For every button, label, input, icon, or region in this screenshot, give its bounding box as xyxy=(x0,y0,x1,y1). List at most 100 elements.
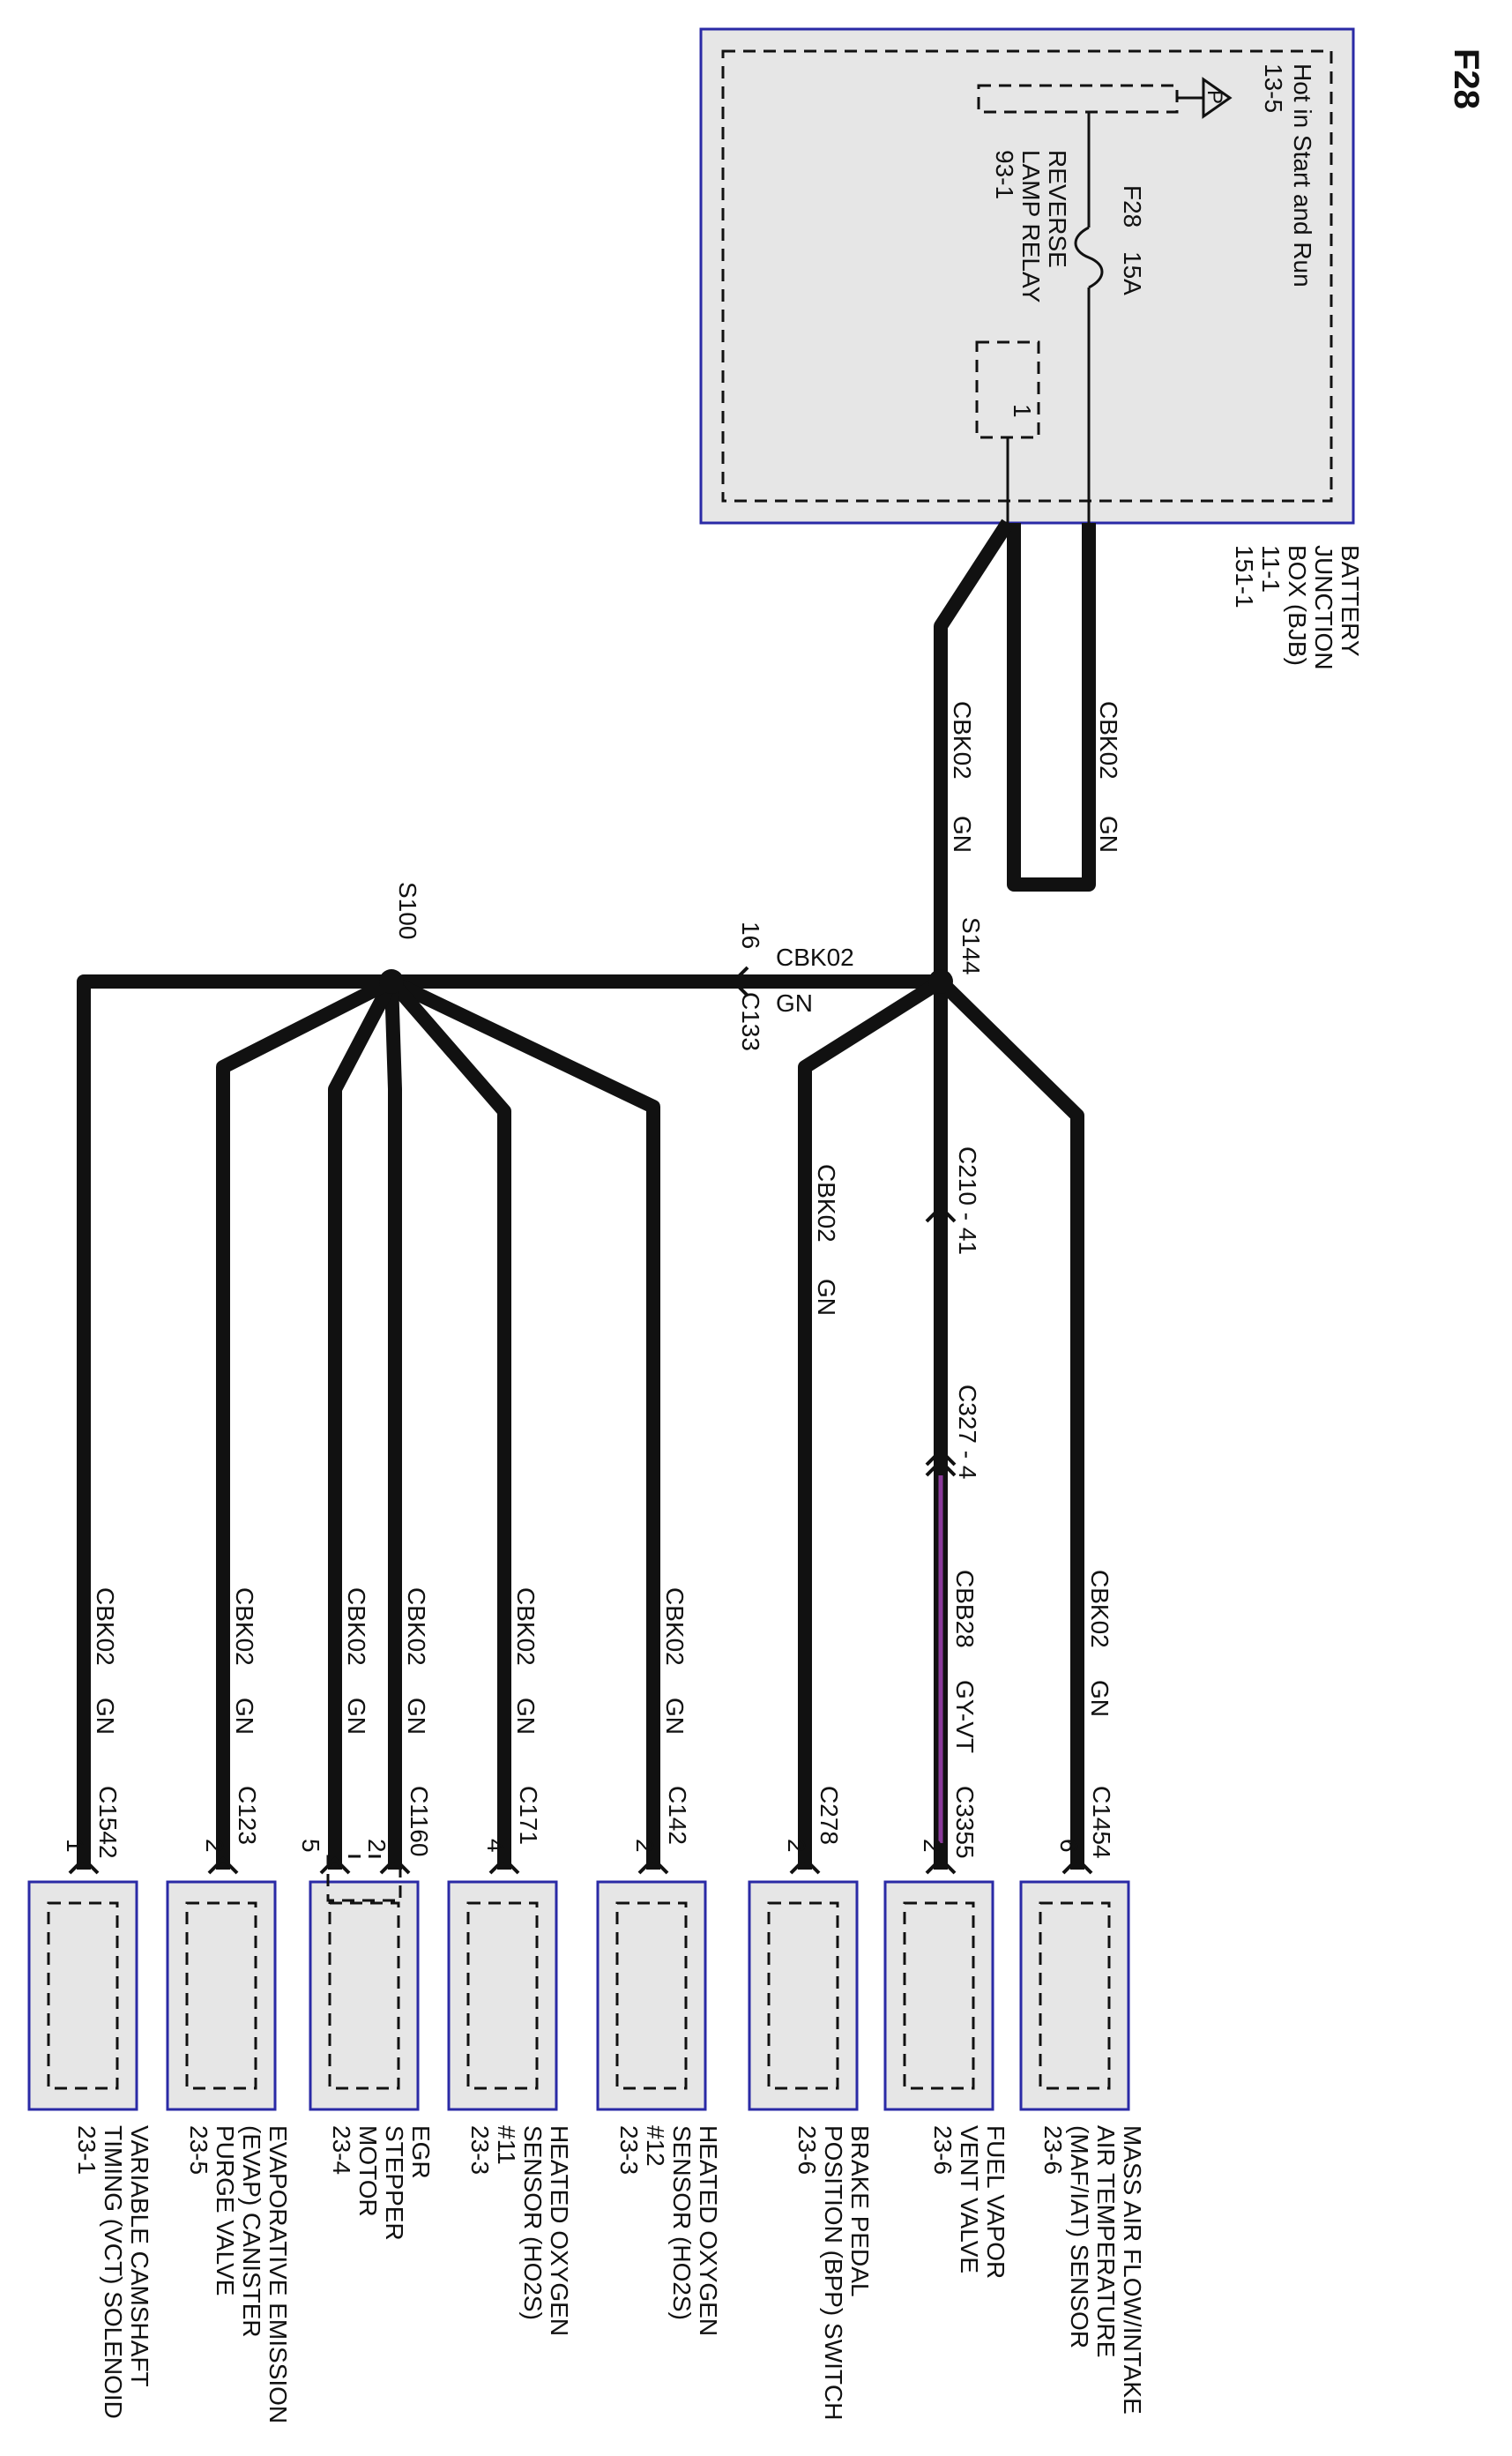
ho2s-12-connector-id: C142 xyxy=(664,1786,691,1845)
egr-wire-b-color: GN xyxy=(403,1698,430,1735)
wire-to-egr-b xyxy=(384,981,402,1870)
relay-name-line1: REVERSE xyxy=(1044,150,1071,268)
vct-solenoid-box xyxy=(27,1880,138,2111)
maf-sensor-box xyxy=(1019,1880,1130,2111)
fuel-vapor-ref: 23-6 xyxy=(929,2125,957,2175)
fuel-vapor-valve-inner xyxy=(903,1901,975,2090)
egr-name-line3: MOTOR xyxy=(354,2125,382,2217)
maf-name-line1: MASS AIR FLOW/INTAKE xyxy=(1119,2125,1146,2415)
bjb-loop-circuit: CBK02 xyxy=(1095,701,1122,780)
egr-name-line1: EGR xyxy=(407,2125,435,2179)
egr-pin-a: 5 xyxy=(297,1839,324,1853)
evap-connector-id: C123 xyxy=(234,1786,261,1845)
vct-connector-id: C1542 xyxy=(94,1786,122,1859)
ho2s-11-wire-color: GN xyxy=(512,1698,540,1735)
wire-to-evap xyxy=(216,974,395,1870)
terminal-chevron-vct xyxy=(68,1856,100,1875)
terminal-chevron-ho2s-11 xyxy=(488,1856,520,1875)
evap-wire-circuit: CBK02 xyxy=(231,1587,258,1666)
evap-purge-valve-box xyxy=(166,1880,277,2111)
terminal-chevron-egr-b xyxy=(379,1856,411,1875)
c210-label: C210 - 41 xyxy=(954,1146,981,1255)
bpp-name-line1: BRAKE PEDAL xyxy=(846,2125,874,2297)
egr-wire-a-circuit: CBK02 xyxy=(343,1587,370,1666)
maf-wire-circuit: CBK02 xyxy=(1086,1570,1114,1648)
ho2s-11-name-line2: SENSOR (HO2S) xyxy=(519,2125,547,2320)
inline-connector-marks xyxy=(731,966,957,1477)
fuse-id: F28 xyxy=(1119,185,1146,228)
bjb-loop-wire xyxy=(1007,523,1096,892)
splice-s144-label: S144 xyxy=(957,917,985,974)
chevron-c210 xyxy=(925,1205,957,1223)
maf-wire-color: GN xyxy=(1086,1680,1114,1717)
brake-wire-color: GN xyxy=(813,1279,840,1316)
wire-to-brake xyxy=(798,975,945,1870)
egr-connector-id: C1160 xyxy=(406,1786,433,1856)
bpp-switch-inner xyxy=(767,1901,839,2090)
evap-ref: 23-5 xyxy=(185,2125,212,2175)
splice-s144-dot xyxy=(928,969,953,994)
evap-name-line1: EVAPORATIVE EMISSION xyxy=(264,2125,292,2423)
purple-wire-circuit: CBB28 xyxy=(951,1570,979,1648)
bjb-pin: 1 xyxy=(1009,404,1036,418)
egr-motor-box xyxy=(309,1880,420,2111)
wire-to-vct xyxy=(77,974,391,1870)
ho2s-12-name-line3: #12 xyxy=(642,2125,669,2167)
fuel-vapor-name-line1: FUEL VAPOR xyxy=(982,2125,1009,2279)
page-id: F28 xyxy=(1447,49,1486,109)
vct-wire-color: GN xyxy=(92,1698,119,1735)
terminal-chevron-maf xyxy=(1061,1856,1093,1875)
ho2s-12-inner xyxy=(615,1901,688,2090)
bjb-feed-label: Hot in Start and Run xyxy=(1289,63,1316,287)
egr-motor-pin-box xyxy=(326,1855,402,1902)
maf-ref: 23-6 xyxy=(1039,2125,1067,2175)
maf-name-line2: AIR TEMPERATURE xyxy=(1092,2125,1120,2357)
terminal-chevron-egr-a xyxy=(319,1856,351,1875)
fuse-rating: 15A xyxy=(1119,251,1146,295)
terminal-chevron-fuel-vapor xyxy=(925,1856,957,1875)
evap-name-line3: PURGE VALVE xyxy=(212,2125,239,2296)
wire-to-egr-a xyxy=(328,978,398,1870)
bjb-name-line3: BOX (BJB) xyxy=(1284,545,1311,666)
terminal-chevron-bpp xyxy=(789,1856,821,1875)
bjb-feed-wire xyxy=(934,519,1014,982)
egr-name-line2: STEPPER xyxy=(381,2125,408,2241)
vct-solenoid-inner xyxy=(47,1901,119,2090)
ho2s-11-box xyxy=(447,1880,558,2111)
bjb-loop-color: GN xyxy=(1095,816,1122,853)
egr-pin-b: 2 xyxy=(363,1839,391,1853)
ho2s-12-wire-color: GN xyxy=(661,1698,689,1735)
evap-wire-color: GN xyxy=(231,1698,258,1735)
maf-name-line3: (MAF/IAT) SENSOR xyxy=(1066,2125,1093,2348)
splice-s100-dot xyxy=(379,969,404,994)
chevron-c327-a xyxy=(925,1459,957,1477)
bjb-feed-ref: 13-5 xyxy=(1260,63,1287,113)
splice-s100-label: S100 xyxy=(394,882,421,939)
terminal-chevrons xyxy=(68,1856,1093,1875)
brake-wire-circuit: CBK02 xyxy=(813,1164,840,1243)
bpp-switch-box xyxy=(748,1880,859,2111)
ho2s-11-name-line1: HEATED OXYGEN xyxy=(546,2125,573,2336)
bjb-ref-1: 11-1 xyxy=(1257,545,1285,593)
chevron-c133 xyxy=(731,966,749,997)
bpp-connector-id: C278 xyxy=(816,1786,843,1845)
bpp-pin: 2 xyxy=(783,1839,810,1853)
ho2s-11-wire-circuit: CBK02 xyxy=(512,1587,540,1666)
fuel-vapor-connector-id: C3355 xyxy=(951,1786,979,1859)
terminal-chevron-evap xyxy=(207,1856,239,1875)
relay-name-line2: LAMP RELAY xyxy=(1017,150,1045,303)
ho2s-12-name-line2: SENSOR (HO2S) xyxy=(668,2125,696,2320)
battery-junction-box xyxy=(699,27,1355,525)
vct-name-line2: TIMING (VCT) SOLENOID xyxy=(100,2125,127,2419)
evap-purge-valve-inner xyxy=(185,1901,257,2090)
egr-wire-b-circuit: CBK02 xyxy=(403,1587,430,1666)
c133-pin: 16 xyxy=(737,922,764,949)
wire-to-ho2s-12 xyxy=(388,974,660,1870)
wires xyxy=(77,519,1096,1870)
ho2s-11-connector-id: C171 xyxy=(515,1786,542,1845)
maf-connector-id: C1454 xyxy=(1088,1786,1115,1859)
bpp-name-line2: POSITION (BPP) SWITCH xyxy=(820,2125,847,2420)
ho2s-11-name-line3: #11 xyxy=(493,2125,520,2165)
ho2s-12-name-line1: HEATED OXYGEN xyxy=(695,2125,722,2336)
